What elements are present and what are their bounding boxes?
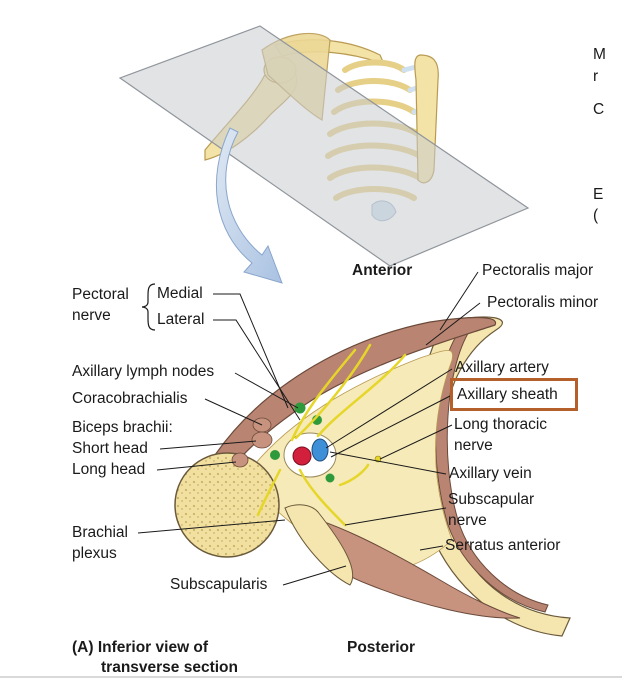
long-head-label: Long head — [72, 461, 146, 478]
axillary-sheath-label: Axillary sheath — [457, 386, 558, 403]
biceps-brachii-label: Biceps brachii: — [72, 419, 173, 436]
axillary-lymph-nodes-label: Axillary lymph nodes — [72, 363, 215, 380]
subscapular-nerve-label: nerve — [448, 512, 487, 529]
clipped-margin-text: C — [593, 101, 605, 118]
nerve-branches — [256, 343, 407, 527]
long-head-oval — [231, 452, 249, 468]
brachial-plexus-label: plexus — [72, 545, 117, 562]
lateral-label: Lateral — [157, 311, 205, 328]
short-head-label: Short head — [72, 440, 148, 457]
clipped-margin-text: r — [593, 68, 599, 85]
posterior-label: Posterior — [347, 639, 416, 656]
cutting-plane — [118, 25, 530, 267]
thorax-thumbnail — [118, 25, 530, 267]
axillary-artery-label: Axillary artery — [455, 359, 549, 376]
lymph-node — [270, 450, 280, 460]
subscapular-label: Subscapular — [448, 491, 535, 508]
leader-lines — [137, 271, 481, 586]
highlight-box — [450, 378, 578, 411]
anterior-label: Anterior — [352, 262, 413, 279]
serratus-anterior-label: Serratus anterior — [445, 537, 561, 554]
pectoral-brace — [141, 283, 156, 331]
pectoral-nerve-label: nerve — [72, 307, 111, 324]
lymph-node — [294, 402, 306, 414]
medial-label: Medial — [157, 285, 203, 302]
axillary-artery-shape — [292, 446, 312, 466]
brachial-label: Brachial — [72, 524, 128, 541]
lymph-node — [325, 473, 335, 483]
clipped-margin-text: E — [593, 186, 604, 203]
view-arrow — [215, 127, 283, 284]
coracobrachialis-label: Coracobrachialis — [72, 390, 188, 407]
caption-line-2: transverse section — [101, 659, 238, 676]
short-head-oval — [251, 431, 273, 449]
clipped-margin-text: ( — [593, 207, 599, 224]
pectoral-label: Pectoral — [72, 286, 129, 303]
subscapularis-label: Subscapularis — [170, 576, 268, 593]
caption-line-1: (A) Inferior view of — [72, 639, 209, 656]
clipped-margin-text: M — [593, 46, 606, 63]
pectoralis-major-label: Pectoralis major — [482, 262, 594, 279]
axillary-vein-label: Axillary vein — [449, 465, 532, 482]
humerus-section — [174, 452, 280, 558]
long-thoracic-label: Long thoracic — [454, 416, 548, 433]
bottom-rule — [0, 676, 622, 678]
long-thoracic-nerve-label: nerve — [454, 437, 493, 454]
pectoralis-minor-label: Pectoralis minor — [487, 294, 598, 311]
scapula-section — [284, 504, 354, 586]
axillary-vein-shape — [311, 438, 329, 462]
